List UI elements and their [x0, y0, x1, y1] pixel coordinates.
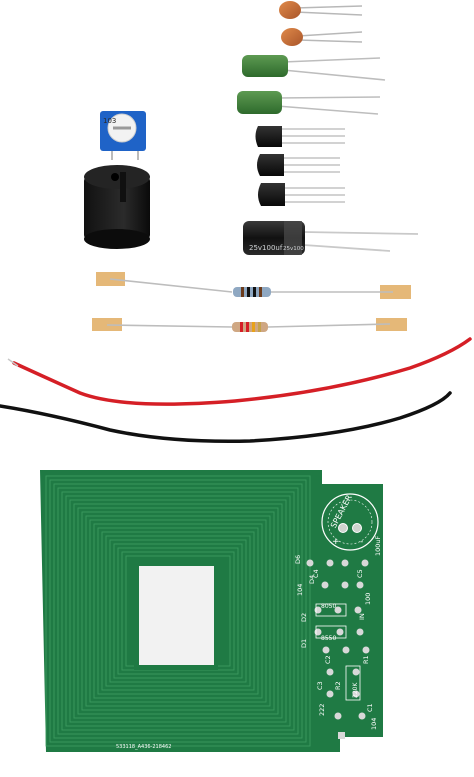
silk-104: 104	[296, 584, 304, 596]
silk-D6: D6	[294, 555, 302, 564]
transistor	[258, 183, 345, 206]
silk-C4: C4	[312, 569, 320, 578]
silk-104-c1: 104	[370, 718, 378, 730]
capacitor-marking: 25v100uf	[249, 244, 283, 252]
silk-220K: 220K	[352, 682, 359, 698]
silk-C2: C2	[324, 655, 332, 664]
pcb-board: SPEAKER D	[40, 470, 383, 752]
silk-R2: R2	[334, 681, 342, 690]
silk-100uF: 100uF	[374, 535, 382, 556]
ceramic-capacitor	[281, 28, 363, 46]
silk-C3: C3	[316, 681, 324, 690]
silk-D1: D1	[300, 639, 308, 648]
silk-IN: IN	[358, 613, 366, 620]
silk-C5: C5	[356, 569, 364, 578]
silk-C1: C1	[366, 703, 374, 712]
silk-8550: 8550	[321, 635, 336, 642]
silk-plus: +	[332, 537, 340, 547]
silk-R1: R1	[362, 655, 370, 664]
transistor	[257, 154, 340, 176]
pcb-window	[139, 566, 214, 665]
film-capacitor	[242, 55, 386, 81]
resistor	[96, 272, 411, 299]
silk-D2: D2	[300, 613, 308, 622]
silk-D4: D4	[308, 575, 316, 584]
buzzer	[84, 165, 150, 249]
silk-222: 222	[318, 704, 326, 716]
film-capacitor	[237, 91, 381, 115]
capacitor-marking-side: 25v100	[283, 246, 304, 252]
silk-minus: -	[360, 537, 363, 547]
potentiometer: 103	[100, 111, 146, 160]
silk-100: 100	[364, 593, 372, 605]
pcb-serial: 533118_A436-218462	[116, 744, 171, 750]
silk-8050: 8050	[321, 603, 336, 610]
ceramic-capacitor	[279, 1, 363, 19]
potentiometer-marking: 103	[103, 117, 116, 125]
pcb-coil	[45, 475, 311, 747]
black-wire	[0, 391, 452, 443]
transistor	[255, 126, 345, 147]
electrolytic-capacitor: 25v100uf 25v100	[243, 221, 419, 255]
red-wire	[7, 337, 472, 406]
resistor	[92, 318, 407, 332]
